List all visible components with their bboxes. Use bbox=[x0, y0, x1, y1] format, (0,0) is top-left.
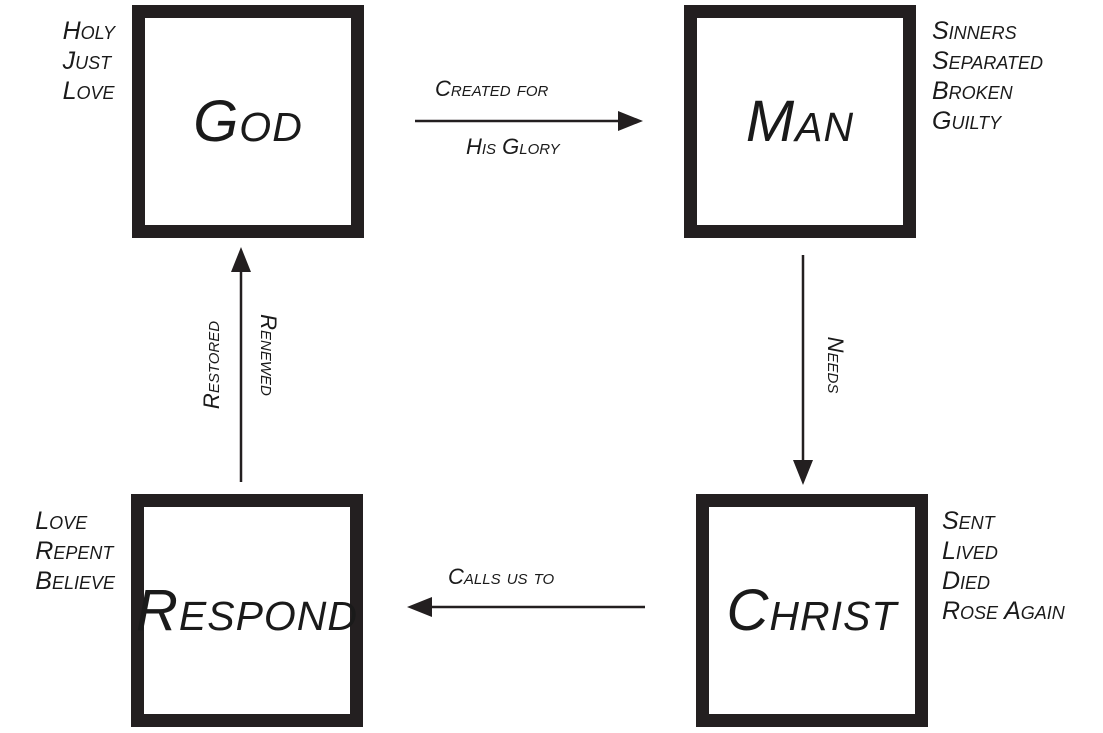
respond-box: Respond bbox=[131, 494, 363, 727]
attribute: Love bbox=[35, 507, 88, 535]
god-attributes: Holy Just Love bbox=[63, 16, 115, 106]
attribute: Holy bbox=[62, 17, 115, 45]
attribute: Love bbox=[62, 77, 115, 105]
christ-title: Christ bbox=[726, 578, 898, 643]
man-title: Man bbox=[745, 89, 855, 154]
label-renewed: Renewed bbox=[256, 314, 281, 396]
attribute: Lived bbox=[942, 537, 998, 565]
christ-box: Christ bbox=[696, 494, 928, 727]
man-box: Man bbox=[684, 5, 916, 238]
respond-title: Respond bbox=[135, 578, 359, 643]
label-his-glory: His Glory bbox=[466, 134, 560, 159]
attribute: Guilty bbox=[932, 107, 1002, 135]
attribute: Sent bbox=[942, 507, 995, 535]
attribute: Died bbox=[942, 567, 991, 595]
attribute: Rose Again bbox=[942, 597, 1065, 625]
man-attributes: Sinners Separated Broken Guilty bbox=[932, 16, 1043, 136]
respond-attributes: Love Repent Believe bbox=[35, 506, 115, 596]
god-box: God bbox=[132, 5, 364, 238]
christ-attributes: Sent Lived Died Rose Again bbox=[942, 506, 1065, 626]
attribute: Just bbox=[62, 47, 112, 75]
attribute: Sinners bbox=[932, 17, 1017, 45]
label-created-for: Created for bbox=[435, 76, 549, 101]
label-restored: Restored bbox=[199, 320, 224, 410]
attribute: Broken bbox=[932, 77, 1013, 105]
attribute: Repent bbox=[35, 537, 114, 565]
label-needs: Needs bbox=[823, 336, 848, 394]
label-calls-us-to: Calls us to bbox=[448, 564, 555, 589]
god-title: God bbox=[193, 89, 303, 154]
attribute: Separated bbox=[932, 47, 1044, 75]
attribute: Believe bbox=[35, 567, 115, 595]
